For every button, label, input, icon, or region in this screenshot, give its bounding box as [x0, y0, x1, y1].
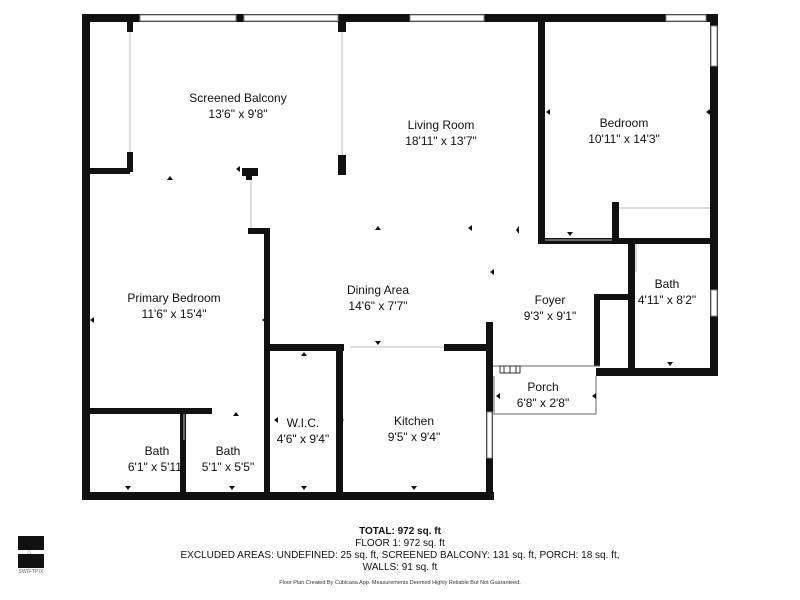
- room-label-dining-area: Dining Area 14'6" x 7'7": [347, 282, 409, 314]
- area-totals: TOTAL: 972 sq. ft FLOOR 1: 972 sq. ft EX…: [0, 526, 800, 574]
- exterior-walls: [82, 14, 718, 500]
- windows: [139, 14, 718, 459]
- room-dimensions: 9'3" x 9'1": [523, 309, 577, 323]
- room-label-living-room: Living Room 18'11" x 13'7": [405, 117, 477, 149]
- walls-area: WALLS: 91 sq. ft: [362, 562, 438, 573]
- excluded-areas: EXCLUDED AREAS: UNDEFINED: 25 sq. ft, SC…: [180, 550, 620, 561]
- room-name: Bath: [215, 444, 241, 458]
- floor-area: FLOOR 1: 972 sq. ft: [355, 538, 445, 549]
- room-dimensions: 13'6" x 9'8": [208, 107, 268, 121]
- room-name: Bedroom: [599, 116, 649, 130]
- room-label-bath-left: Bath 6'1" x 5'11": [128, 443, 186, 475]
- screen-lines: [129, 32, 710, 440]
- porch-step: [499, 365, 521, 374]
- room-dimensions: 6'8" x 2'8": [516, 396, 570, 410]
- room-dimensions: 5'1" x 5'5": [201, 460, 255, 474]
- room-label-porch: Porch 6'8" x 2'8": [517, 379, 569, 411]
- room-name: Kitchen: [393, 414, 435, 428]
- room-dimensions: 14'6" x 7'7": [348, 299, 408, 313]
- room-name: Bath: [144, 444, 170, 458]
- floor-plan: [82, 14, 718, 500]
- room-dimensions: 6'1" x 5'11": [127, 460, 187, 474]
- logo-block-top: [18, 536, 44, 550]
- brand-logo: ⌂ SWIFTPIX: [18, 536, 44, 580]
- credit-line: Floor Plan Created By Cubicasa App. Meas…: [279, 580, 521, 586]
- room-name: Screened Balcony: [189, 91, 287, 105]
- room-label-wic: W.I.C. 4'6" x 9'4": [277, 415, 329, 447]
- room-name: Living Room: [407, 118, 475, 132]
- room-label-primary-bedroom: Primary Bedroom 11'6" x 15'4": [127, 290, 220, 322]
- room-label-screened-balcony: Screened Balcony 13'6" x 9'8": [189, 90, 286, 122]
- room-name: Foyer: [534, 293, 566, 307]
- room-dimensions: 9'5" x 9'4": [387, 430, 441, 444]
- room-name: Dining Area: [346, 283, 410, 297]
- room-label-bedroom: Bedroom 10'11" x 14'3": [588, 115, 660, 147]
- room-name: Porch: [527, 380, 559, 394]
- dimension-arrows: [90, 109, 710, 490]
- room-label-bath-right: Bath 4'11" x 8'2": [638, 276, 696, 308]
- room-dimensions: 10'11" x 14'3": [588, 132, 660, 146]
- interior-walls: [82, 22, 718, 500]
- room-label-bath-middle: Bath 5'1" x 5'5": [202, 443, 254, 475]
- room-name: Bath: [654, 277, 680, 291]
- logo-brand-text: SWIFTPIX: [18, 569, 44, 575]
- room-dimensions: 4'11" x 8'2": [637, 293, 697, 307]
- room-name: W.I.C.: [286, 416, 320, 430]
- room-dimensions: 11'6" x 15'4": [141, 307, 207, 321]
- room-name: Primary Bedroom: [127, 291, 221, 305]
- logo-block-bottom: [18, 554, 44, 568]
- room-label-foyer: Foyer 9'3" x 9'1": [524, 292, 576, 324]
- room-dimensions: 18'11" x 13'7": [405, 134, 477, 148]
- room-dimensions: 4'6" x 9'4": [276, 432, 330, 446]
- room-label-kitchen: Kitchen 9'5" x 9'4": [388, 413, 440, 445]
- total-area: TOTAL: 972 sq. ft: [359, 526, 441, 537]
- house-icon: ⌂: [27, 549, 32, 556]
